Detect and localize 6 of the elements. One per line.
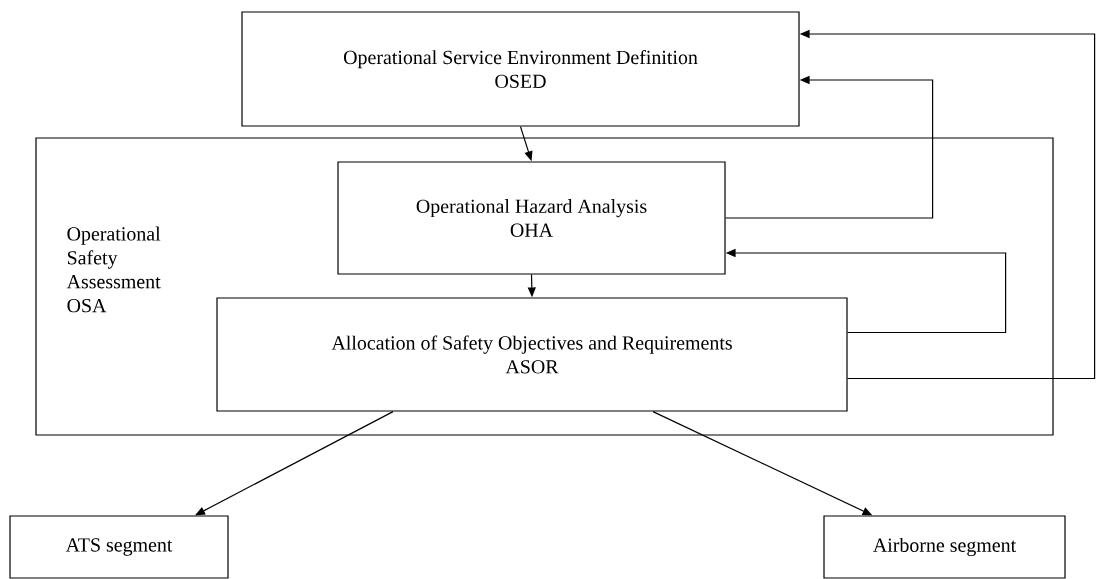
process-box: Operational Hazard Analysis OHA (337, 161, 726, 275)
arrow (195, 411, 394, 516)
process-box: Allocation of Safety Objectives and Requirements ASOR (216, 297, 848, 412)
segment-box: Airborne segment (823, 515, 1066, 579)
process-box: Operational Service Environment Definition OSED (241, 11, 800, 127)
segment-box: ATS segment (9, 515, 229, 579)
